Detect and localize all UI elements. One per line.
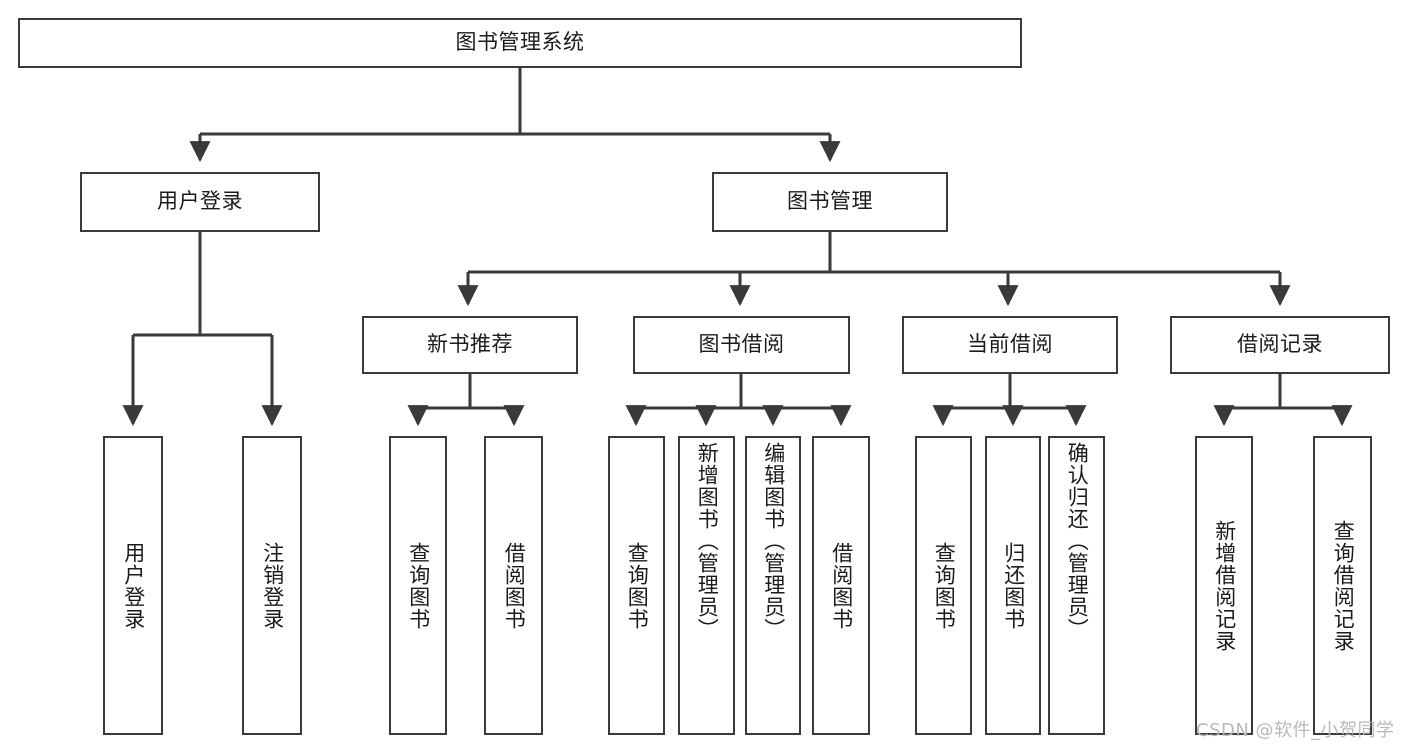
- node-root[interactable]: 图书管理系统: [18, 18, 1022, 68]
- node-leaf-borrow-book[interactable]: 借阅图书: [812, 436, 870, 735]
- watermark: CSDN @软件_小贺同学: [1196, 720, 1395, 741]
- node-leaf-user-login[interactable]: 用户登录: [103, 436, 163, 735]
- node-leaf-return-book[interactable]: 归还图书: [985, 436, 1041, 735]
- node-label: 注销登录: [260, 541, 285, 630]
- node-label: 图书借阅: [698, 332, 785, 357]
- node-label: 查询图书: [625, 541, 650, 630]
- node-label: 编辑图书（管理员）: [761, 442, 786, 640]
- node-label: 查询借阅记录: [1331, 519, 1356, 652]
- node-label: 确认归还（管理员）: [1065, 442, 1090, 640]
- node-label: 查询图书: [406, 541, 431, 630]
- node-label: 新增图书（管理员）: [695, 442, 720, 640]
- node-label: 新增借阅记录: [1212, 519, 1237, 652]
- node-leaf-logout[interactable]: 注销登录: [242, 436, 302, 735]
- node-label: 查询图书: [932, 541, 957, 630]
- node-book-borrow[interactable]: 图书借阅: [633, 316, 850, 374]
- node-leaf-query-book-recommend[interactable]: 查询图书: [389, 436, 447, 735]
- node-label: 用户登录: [121, 541, 146, 630]
- node-leaf-query-book-borrow[interactable]: 查询图书: [608, 436, 665, 735]
- node-new-book-recommend[interactable]: 新书推荐: [362, 316, 578, 374]
- node-leaf-add-book[interactable]: 新增图书（管理员）: [678, 436, 735, 735]
- node-label: 图书管理: [787, 189, 873, 214]
- node-user-login[interactable]: 用户登录: [80, 172, 320, 232]
- node-current-borrow[interactable]: 当前借阅: [902, 316, 1118, 374]
- node-leaf-edit-book[interactable]: 编辑图书（管理员）: [745, 436, 801, 735]
- node-leaf-query-record[interactable]: 查询借阅记录: [1313, 436, 1372, 735]
- node-label: 用户登录: [157, 189, 243, 214]
- node-label: 归还图书: [1001, 541, 1026, 630]
- node-label: 新书推荐: [427, 332, 513, 357]
- node-leaf-borrow-book-recommend[interactable]: 借阅图书: [484, 436, 543, 735]
- node-label: 借阅图书: [829, 541, 854, 630]
- node-label: 当前借阅: [967, 332, 1053, 357]
- node-leaf-query-book-current[interactable]: 查询图书: [915, 436, 972, 735]
- node-label: 图书管理系统: [455, 30, 585, 55]
- node-book-management[interactable]: 图书管理: [712, 172, 948, 232]
- node-label: 借阅记录: [1237, 332, 1323, 357]
- node-leaf-add-record[interactable]: 新增借阅记录: [1195, 436, 1253, 735]
- node-leaf-confirm-return[interactable]: 确认归还（管理员）: [1048, 436, 1105, 735]
- node-label: 借阅图书: [502, 541, 527, 630]
- node-borrow-record[interactable]: 借阅记录: [1170, 316, 1390, 374]
